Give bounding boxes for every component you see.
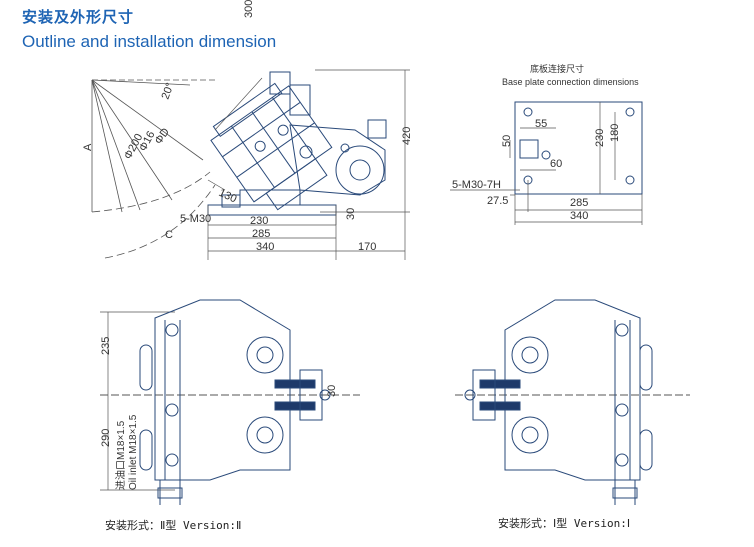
base-plate-drawing: [450, 101, 643, 225]
bp-dim-230: 230: [594, 129, 606, 147]
dim-285: 285: [252, 228, 270, 240]
bp-dim-55: 55: [535, 118, 547, 130]
bp-dim-60: 60: [550, 158, 562, 170]
v2-oil-inlet-en: Oil inlet M18×1.5: [128, 414, 139, 490]
v2-oil-inlet-cn: 进油口M18×1.5: [114, 420, 127, 490]
dim-170: 170: [358, 241, 376, 253]
bp-dim-340: 340: [570, 210, 588, 222]
bp-dim-180: 180: [609, 124, 621, 142]
version-1-drawing: [455, 299, 690, 505]
radius-lines: [91, 79, 216, 259]
bp-dim-50: 50: [501, 135, 513, 147]
dim-30: 30: [345, 208, 357, 220]
angle-label: 20°: [160, 81, 177, 101]
side-view: [91, 69, 410, 260]
dim-340: 340: [256, 241, 274, 253]
dim-130: 130: [217, 187, 239, 206]
version-2-caption: 安装形式：Ⅱ型 Version:Ⅱ: [105, 519, 242, 532]
bp-dim-27-5: 27.5: [487, 195, 508, 207]
bolt-label: 5-M30: [180, 213, 211, 225]
dim-300: 300: [243, 0, 255, 18]
base-plate-title-cn: 底板连接尺寸: [530, 63, 584, 74]
title-chinese: 安装及外形尺寸: [22, 8, 135, 26]
version-2-drawing: [100, 299, 360, 505]
base-plate-title-en: Base plate connection dimensions: [502, 77, 639, 87]
base-plate-labels: 55 50 60 230 180 5-M30-7H 27.5 285 340: [452, 118, 621, 222]
label-a: A: [82, 143, 94, 151]
version-2-labels: 235 290 30 进油口M18×1.5 Oil inlet M18×1.5: [100, 337, 338, 490]
bp-bolt-label: 5-M30-7H: [452, 179, 501, 191]
version-1-caption: 安装形式：Ⅰ型 Version:Ⅰ: [498, 517, 631, 530]
label-c: C: [165, 229, 173, 241]
bp-dim-285: 285: [570, 197, 588, 209]
title-english: Outline and installation dimension: [22, 32, 277, 51]
brake-body-side: [210, 82, 333, 211]
base-plate-outline: [514, 101, 643, 195]
v2-dim-30: 30: [326, 385, 338, 397]
base-plate-slot: [519, 139, 539, 159]
dim-420: 420: [401, 127, 413, 145]
v2-dim-290: 290: [100, 429, 112, 447]
dim-230: 230: [250, 215, 268, 227]
v2-dim-235: 235: [100, 337, 112, 355]
